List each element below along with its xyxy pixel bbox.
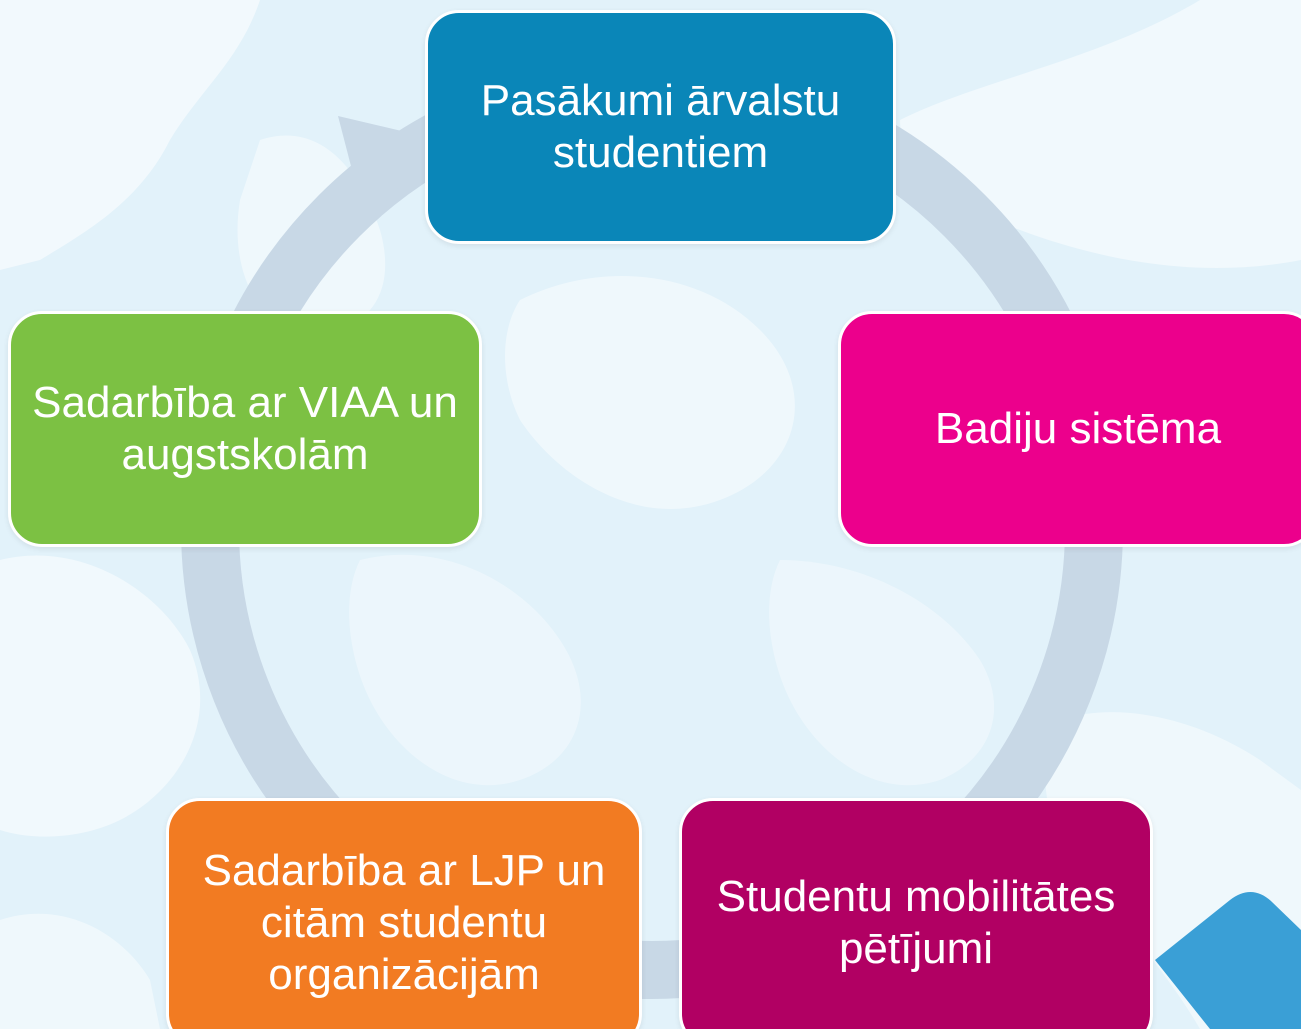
cycle-node-bottom-left: Sadarbība ar LJP un citām studentu organ… <box>166 798 642 1029</box>
cycle-arrow-head-icon <box>338 116 440 224</box>
cycle-node-bottom-right-label: Studentu mobilitātes pētījumi <box>716 872 1116 973</box>
cycle-node-right-label: Badiju sistēma <box>934 404 1222 454</box>
cycle-node-bottom-left-label: Sadarbība ar LJP un citām studentu organ… <box>202 846 606 999</box>
cycle-node-top: Pasākumi ārvalstu studentiem <box>425 10 896 244</box>
cycle-node-bottom-right: Studentu mobilitātes pētījumi <box>679 798 1153 1029</box>
cycle-node-left: Sadarbība ar VIAA un augstskolām <box>8 311 482 547</box>
cycle-node-top-label: Pasākumi ārvalstu studentiem <box>480 76 841 177</box>
cycle-node-right: Badiju sistēma <box>838 311 1301 547</box>
cycle-node-left-label: Sadarbība ar VIAA un augstskolām <box>32 378 458 479</box>
